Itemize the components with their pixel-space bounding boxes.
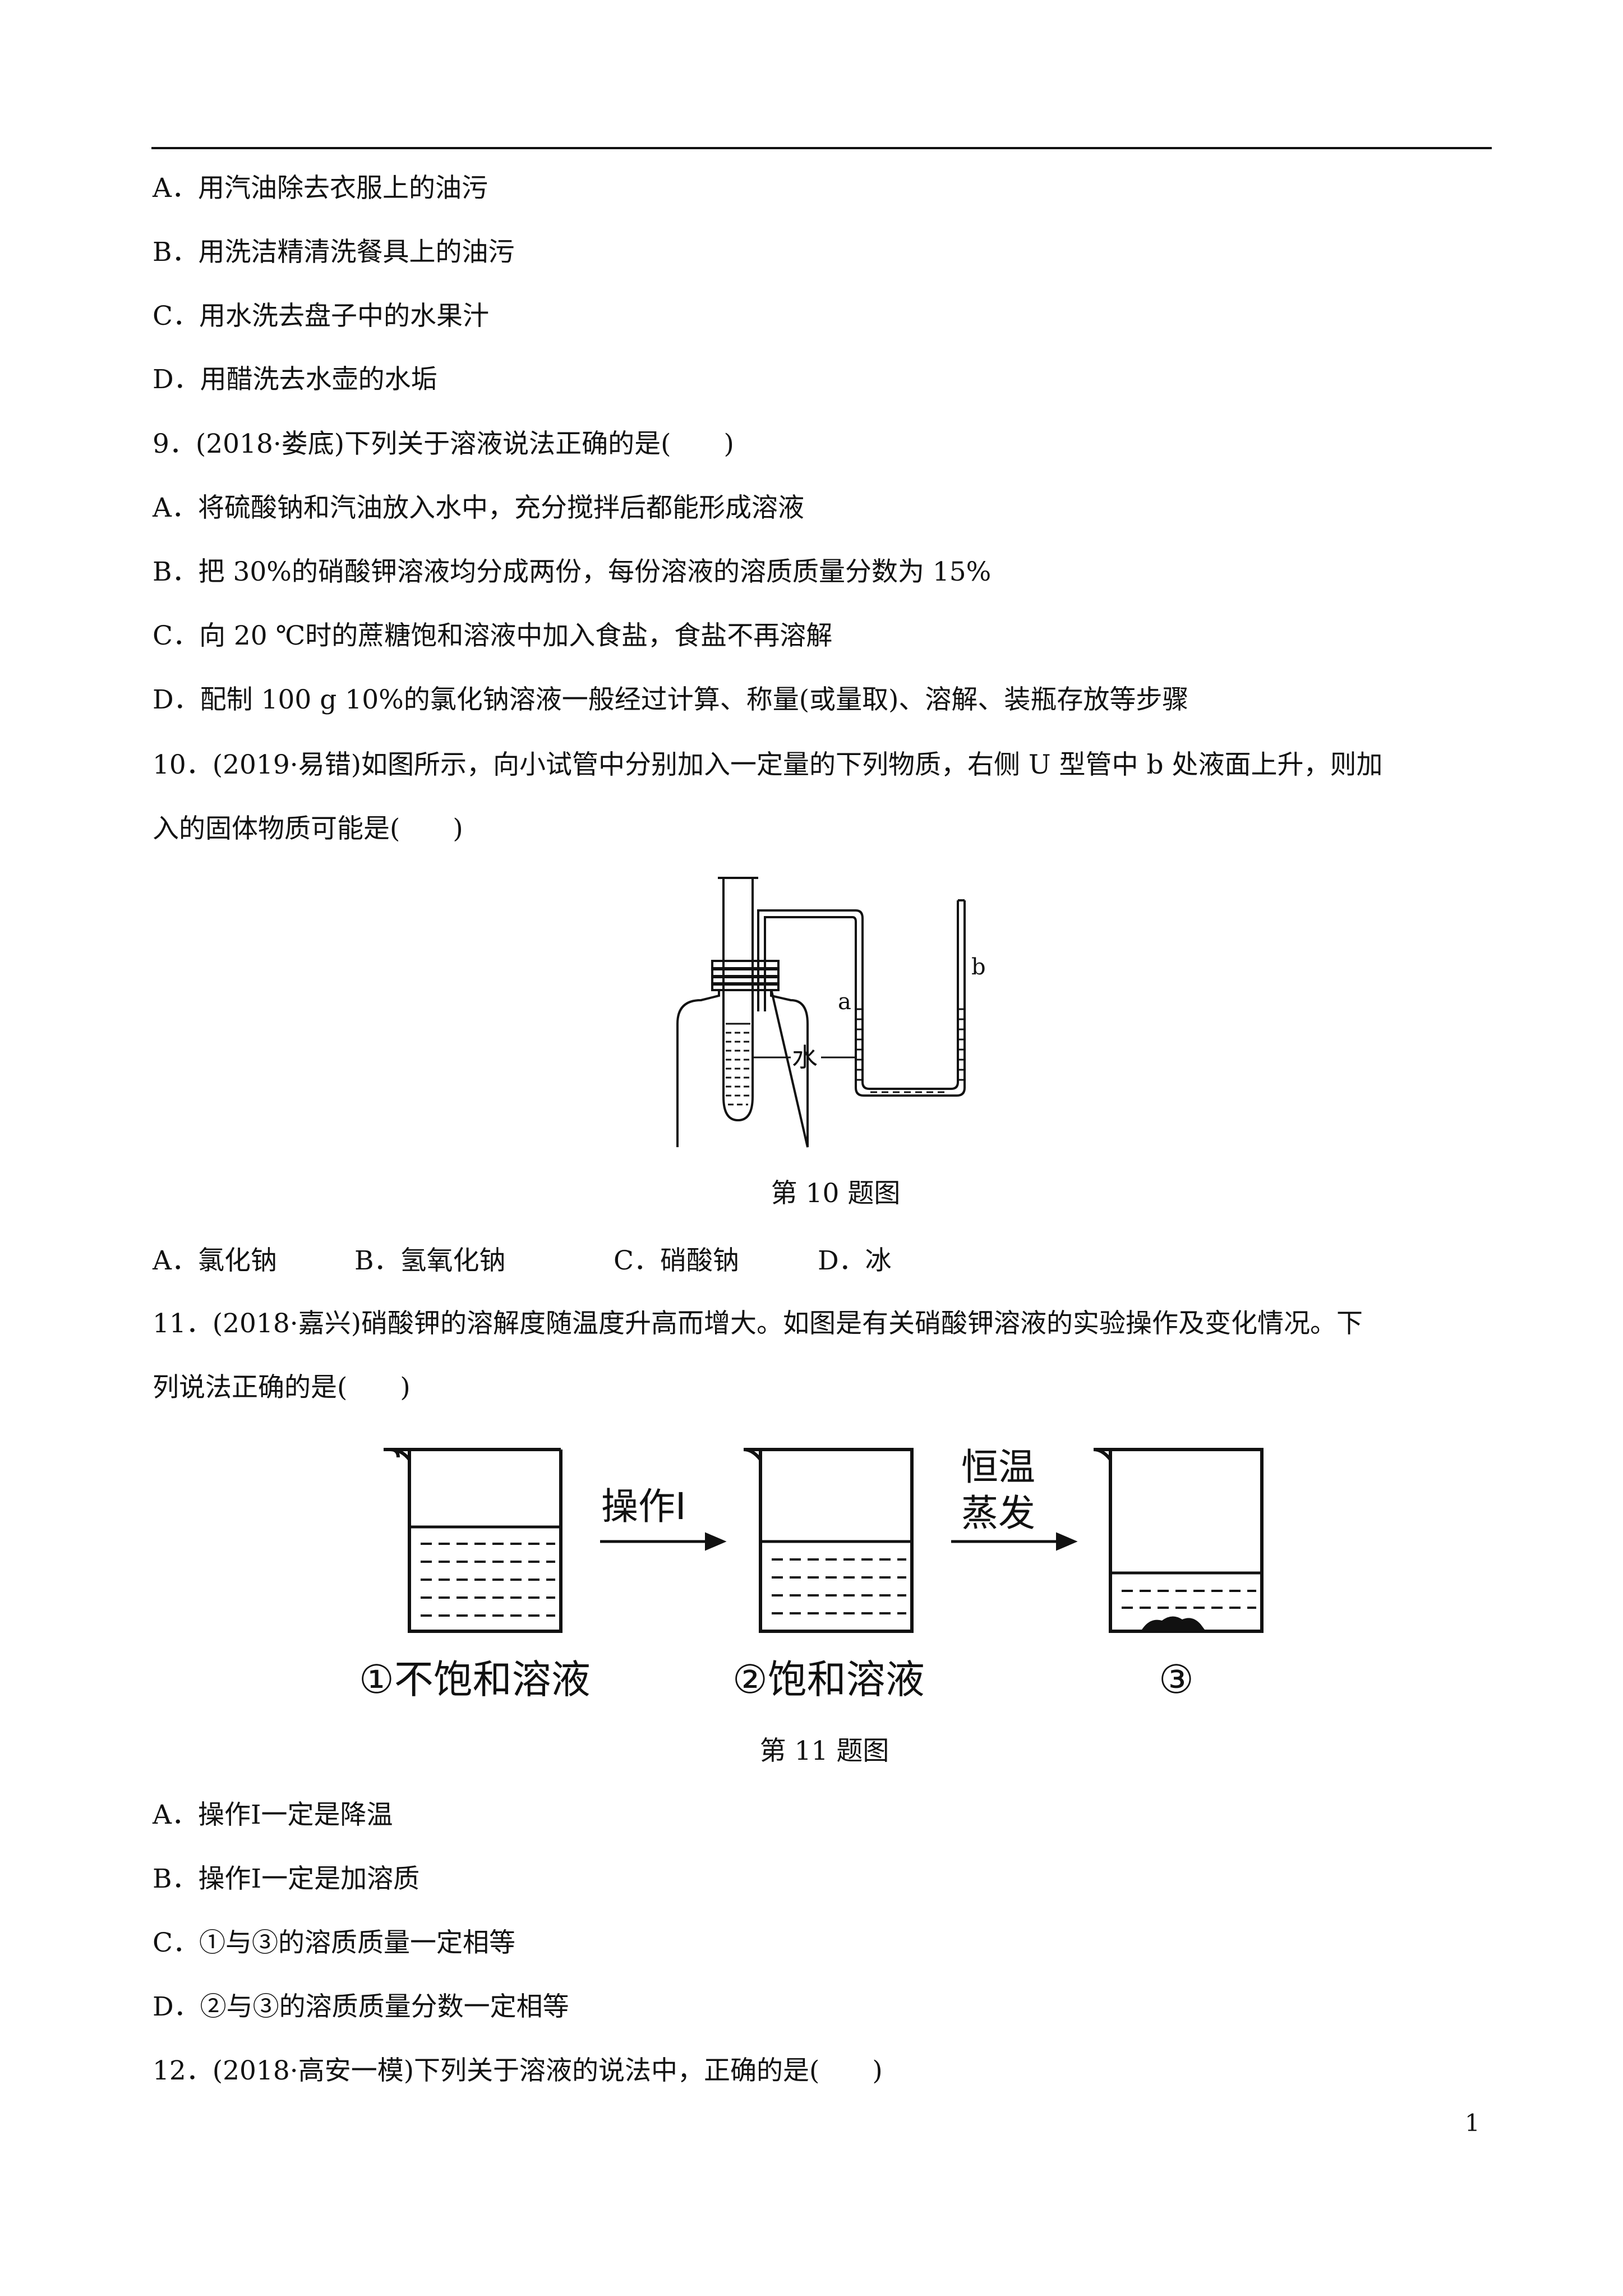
u-tube [855, 900, 966, 1097]
q10-option-b: B．氢氧化钠 [354, 1245, 506, 1276]
q9-option-a: A．将硫酸钠和汽油放入水中，充分搅拌后都能形成溶液 [153, 493, 804, 523]
arrow2-label-line1: 恒温 [961, 1446, 1035, 1489]
q8-option-a: A．用汽油除去衣服上的油污 [153, 173, 488, 204]
q10-figure: 水 a b [639, 867, 998, 1158]
q11-option-d: D．②与③的溶质质量分数一定相等 [153, 1991, 569, 2022]
q10-options: A．氯化钠 B．氢氧化钠 C．硝酸钠 D．冰 [153, 1244, 892, 1446]
crystals [1142, 1616, 1205, 1630]
q8-option-d: D．用醋洗去水壶的水垢 [153, 364, 437, 395]
q9-option-b: B．把 30%的硝酸钾溶液均分成两份，每份溶液的溶质质量分数为 15% [153, 556, 992, 587]
beaker-1 [384, 1448, 562, 1633]
bottle-outline [676, 988, 809, 1148]
label-a: a [838, 989, 851, 1015]
beaker1-label: ①不饱和溶液 [359, 1657, 591, 1703]
page-number: 1 [1465, 2109, 1480, 2137]
q11-caption: 第 11 题图 [759, 1736, 889, 1766]
beaker-2 [743, 1448, 914, 1633]
beaker-3 [1093, 1448, 1264, 1633]
q10-stem-line1: 10．(2019·易错)如图所示，向小试管中分别加入一定量的下列物质，右侧 U … [153, 749, 1383, 780]
q9-option-d: D．配制 100 g 10%的氯化钠溶液一般经过计算、称量(或量取)、溶解、装瓶… [153, 684, 1189, 715]
q10-stem-line2: 入的固体物质可能是( ) [153, 813, 463, 844]
test-tube [722, 878, 754, 1122]
q8-option-b: B．用洗洁精清洗餐具上的油污 [153, 237, 515, 268]
q10-option-d: D．冰 [818, 1245, 892, 1276]
beaker2-label: ②饱和溶液 [732, 1657, 925, 1703]
q11-option-a: A．操作Ⅰ一定是降温 [153, 1800, 393, 1830]
label-water: 水 [792, 1042, 818, 1073]
q11-figure: 操作Ⅰ 恒温 蒸发 ①不饱和溶液 ②饱和溶液 ③ [348, 1425, 1301, 1717]
arrow2-label-line2: 蒸发 [961, 1492, 1035, 1535]
q11-stem-line2: 列说法正确的是( ) [153, 1372, 411, 1403]
arrow1-label: 操作Ⅰ [601, 1485, 686, 1528]
q12-stem: 12．(2018·高安一模)下列关于溶液的说法中，正确的是( ) [153, 2055, 883, 2086]
q8-option-c: C．用水洗去盘子中的水果汁 [153, 301, 489, 332]
q9-stem: 9．(2018·娄底)下列关于溶液说法正确的是( ) [153, 429, 734, 459]
q9-option-c: C．向 20 ℃时的蔗糖饱和溶液中加入食盐，食盐不再溶解 [153, 620, 833, 651]
q10-caption: 第 10 题图 [771, 1178, 901, 1209]
q11-option-c: C．①与③的溶质质量一定相等 [153, 1927, 515, 1958]
label-b: b [971, 954, 986, 980]
delivery-tube [757, 909, 864, 1082]
beaker3-label: ③ [1159, 1657, 1194, 1703]
q10-option-c: C．硝酸钠 [614, 1245, 739, 1276]
q11-option-b: B．操作Ⅰ一定是加溶质 [153, 1864, 420, 1894]
q11-stem-line1: 11．(2018·嘉兴)硝酸钾的溶解度随温度升高而增大。如图是有关硝酸钾溶液的实… [153, 1308, 1363, 1339]
header-rule [151, 147, 1492, 149]
q10-option-a: A．氯化钠 [153, 1245, 277, 1276]
